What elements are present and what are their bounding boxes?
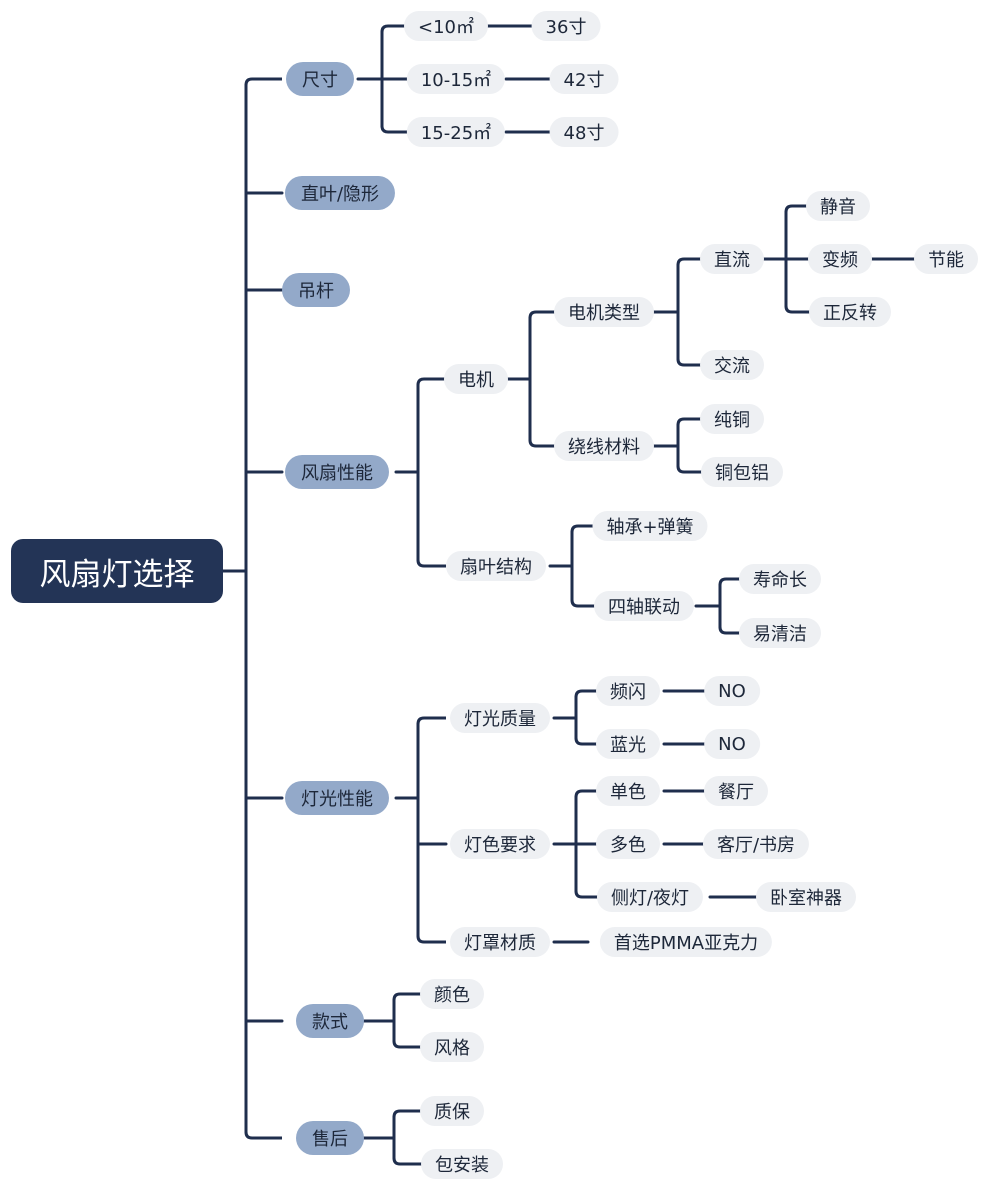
color-req-branch xyxy=(574,890,602,899)
node-side-night-light[interactable]: 侧灯/夜灯 xyxy=(596,882,704,912)
node-multi-color[interactable]: 多色 xyxy=(596,829,660,859)
light-branch xyxy=(416,716,446,725)
node-fashion[interactable]: 风格 xyxy=(420,1032,484,1062)
node-after-sales[interactable]: 售后 xyxy=(296,1121,364,1155)
node-flicker-no[interactable]: NO xyxy=(704,676,760,706)
node-size-10-15[interactable]: 10-15㎡ xyxy=(406,64,506,94)
node-size-42[interactable]: 42寸 xyxy=(549,64,619,94)
winding-branch xyxy=(676,417,706,426)
node-mono-color[interactable]: 单色 xyxy=(596,776,660,806)
node-size[interactable]: 尺寸 xyxy=(286,62,354,96)
node-size-under10[interactable]: <10㎡ xyxy=(404,11,488,41)
motor-type-branch xyxy=(676,358,706,367)
quality-branch xyxy=(574,737,602,746)
node-dining-room[interactable]: 餐厅 xyxy=(704,776,768,806)
node-size-48[interactable]: 48寸 xyxy=(549,117,619,147)
node-rod[interactable]: 吊杆 xyxy=(282,273,350,307)
style-branch xyxy=(392,992,422,1001)
node-pure-copper[interactable]: 纯铜 xyxy=(700,404,764,434)
node-shade-material[interactable]: 灯罩材质 xyxy=(450,927,550,957)
aftersale-branch xyxy=(392,1109,422,1118)
size-branch xyxy=(380,125,410,134)
four-axis-branch xyxy=(718,577,746,586)
motor-branch xyxy=(528,310,556,319)
dc-branch xyxy=(784,204,812,213)
root-node[interactable]: 风扇灯选择 xyxy=(11,539,223,603)
style-branch xyxy=(392,1040,422,1049)
size-branch xyxy=(380,24,410,33)
root-branch xyxy=(244,77,282,86)
fan-branch xyxy=(416,559,446,568)
color-req-branch xyxy=(574,789,602,798)
node-energy-saving[interactable]: 节能 xyxy=(914,244,978,274)
node-reverse[interactable]: 正反转 xyxy=(809,297,891,327)
light-branch xyxy=(416,935,446,944)
node-size-36[interactable]: 36寸 xyxy=(531,11,601,41)
node-dc[interactable]: 直流 xyxy=(700,244,764,274)
node-copper-clad-aluminum[interactable]: 铜包铝 xyxy=(701,457,783,487)
node-light-performance[interactable]: 灯光性能 xyxy=(285,781,389,815)
node-installation[interactable]: 包安装 xyxy=(421,1149,503,1179)
node-pmma[interactable]: 首选PMMA亚克力 xyxy=(599,927,773,957)
four-axis-branch xyxy=(718,626,746,635)
node-four-axis[interactable]: 四轴联动 xyxy=(594,591,694,621)
winding-branch xyxy=(676,465,706,474)
node-warranty[interactable]: 质保 xyxy=(420,1096,484,1126)
node-size-15-25[interactable]: 15-25㎡ xyxy=(406,117,506,147)
node-living-study[interactable]: 客厅/书房 xyxy=(702,829,810,859)
node-motor[interactable]: 电机 xyxy=(444,364,508,394)
node-light-color[interactable]: 灯色要求 xyxy=(450,829,550,859)
dc-branch xyxy=(784,305,812,314)
fan-branch xyxy=(416,377,446,386)
node-color[interactable]: 颜色 xyxy=(420,979,484,1009)
node-flicker[interactable]: 频闪 xyxy=(596,676,660,706)
node-style[interactable]: 款式 xyxy=(296,1004,364,1038)
node-blade-structure[interactable]: 扇叶结构 xyxy=(446,551,546,581)
aftersale-branch xyxy=(392,1157,422,1166)
blade-struct-branch xyxy=(570,599,598,608)
node-light-quality[interactable]: 灯光质量 xyxy=(450,703,550,733)
node-blue-light-no[interactable]: NO xyxy=(704,729,760,759)
node-ac[interactable]: 交流 xyxy=(700,350,764,380)
root-branch xyxy=(244,1131,282,1140)
node-silent[interactable]: 静音 xyxy=(806,191,870,221)
node-inverter[interactable]: 变频 xyxy=(808,244,872,274)
node-motor-type[interactable]: 电机类型 xyxy=(554,297,654,327)
node-winding[interactable]: 绕线材料 xyxy=(554,431,654,461)
blade-struct-branch xyxy=(570,524,598,533)
quality-branch xyxy=(574,689,602,698)
node-fan-performance[interactable]: 风扇性能 xyxy=(285,455,389,489)
node-bedroom[interactable]: 卧室神器 xyxy=(756,882,856,912)
node-blue-light[interactable]: 蓝光 xyxy=(596,729,660,759)
node-bearing-spring[interactable]: 轴承+弹簧 xyxy=(592,511,708,541)
motor-branch xyxy=(528,439,556,448)
node-blade-type[interactable]: 直叶/隐形 xyxy=(284,176,396,210)
motor-type-branch xyxy=(676,257,706,266)
node-long-life[interactable]: 寿命长 xyxy=(739,564,821,594)
node-easy-clean[interactable]: 易清洁 xyxy=(739,618,821,648)
